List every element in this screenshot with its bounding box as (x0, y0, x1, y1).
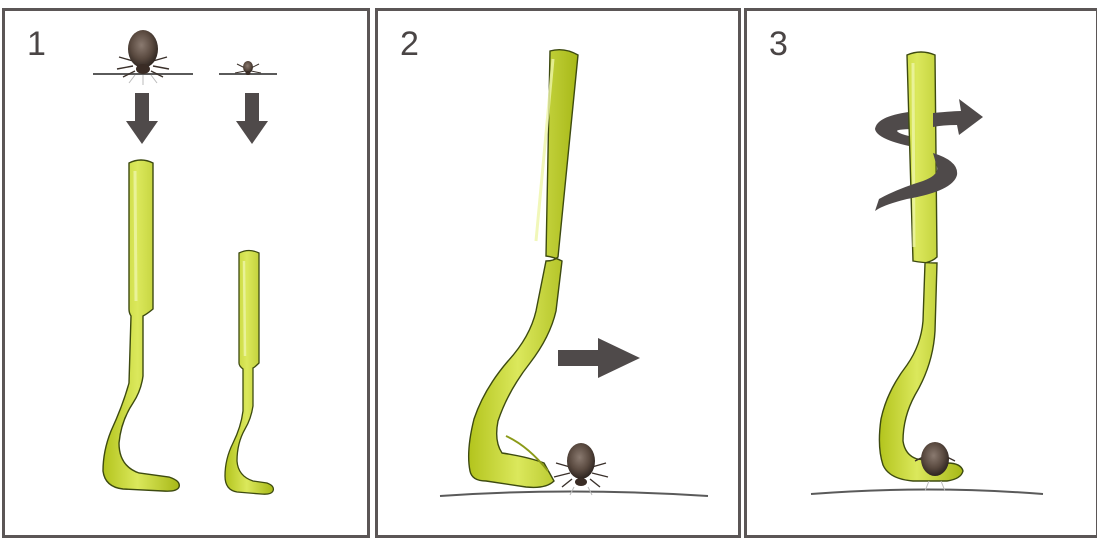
step-2-panel: 2 (375, 8, 741, 538)
down-arrow-icon (126, 93, 158, 144)
large-tick-icon (93, 30, 193, 85)
right-arrow-icon (558, 338, 640, 378)
small-tick-hook-icon (225, 251, 273, 495)
step-3-illustration (747, 11, 1097, 538)
step-1-illustration (5, 11, 370, 538)
tick-icon (554, 443, 608, 495)
skin-line (440, 492, 708, 497)
small-tick-icon (219, 61, 277, 75)
step-3-panel: 3 (744, 8, 1097, 538)
down-arrow-icon (236, 93, 268, 144)
step-1-panel: 1 (2, 8, 370, 538)
step-2-illustration (378, 11, 741, 538)
tick-hook-icon (469, 50, 578, 488)
large-tick-hook-icon (103, 160, 179, 491)
skin-line (811, 490, 1043, 495)
